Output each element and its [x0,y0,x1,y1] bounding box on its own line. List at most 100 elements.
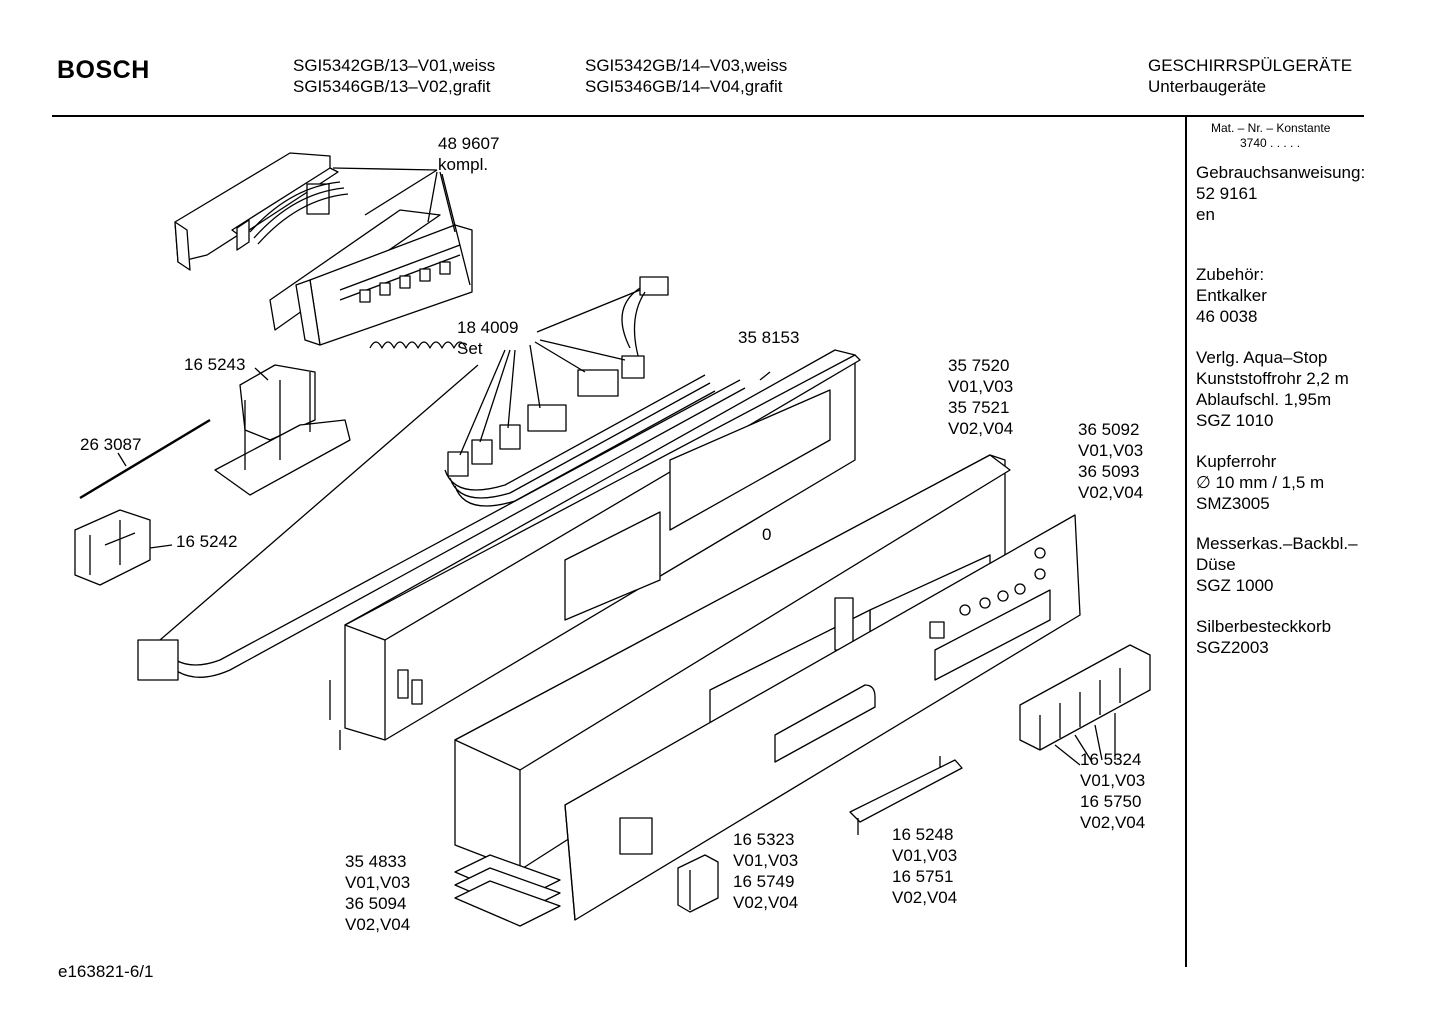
part-label-165248: 16 5248 V01,V03 16 5751 V02,V04 [892,824,957,908]
part-variant: V02,V04 [1078,483,1144,502]
sidebar-line: SGZ 1000 [1196,576,1274,595]
part-number: 0 [762,525,772,544]
sidebar-line: Verlg. Aqua–Stop [1196,348,1328,367]
part-variant: V01,V03 [892,846,958,865]
part-number: 35 7520 [948,356,1010,375]
sidebar-line: 52 9161 [1196,184,1258,203]
front-panel-drawing [564,514,1081,921]
brand-logo: BOSCH [57,56,150,84]
part-number: 36 5093 [1078,462,1140,481]
button-block-drawing [1019,644,1151,751]
model-list-2: SGI5342GB/14–V03,weiss SGI5346GB/14–V04,… [585,55,787,97]
exploded-view-drawing [74,152,1151,927]
leader-358153 [759,371,771,381]
switch-drawing [74,509,151,586]
part-variant: V02,V04 [345,915,411,934]
model-line: SGI5342GB/14–V03,weiss [585,56,788,75]
part-number: 26 3087 [80,435,142,454]
part-number: 16 5242 [176,532,238,551]
connector-block-drawing [137,639,179,681]
part-number: 16 5248 [892,825,954,844]
leader-165324 [1054,713,1116,766]
leader-165242 [149,544,173,549]
part-number: 35 7521 [948,398,1010,417]
part-label-365092: 36 5092 V01,V03 36 5093 V02,V04 [1078,419,1143,503]
sidebar-divider [1185,117,1187,967]
part-label-263087: 26 3087 [80,434,141,455]
model-line: SGI5346GB/14–V04,grafit [585,77,783,96]
sidebar-line: Ablaufschl. 1,95m [1196,390,1332,409]
part-variant: V01,V03 [733,851,799,870]
sidebar-line: Kunststoffrohr 2,2 m [1196,369,1349,388]
part-number: 16 5323 [733,830,795,849]
header-divider [52,115,1364,117]
category-title: GESCHIRRSPÜLGERÄTE Unterbaugeräte [1148,55,1352,97]
sidebar-line: Zubehör: [1196,265,1265,284]
part-label-354833: 35 4833 V01,V03 36 5094 V02,V04 [345,851,410,935]
part-variant: V02,V04 [733,893,799,912]
part-number: 36 5094 [345,894,407,913]
sidebar-line: en [1196,205,1215,224]
part-number: 16 5750 [1080,792,1142,811]
model-line: SGI5346GB/13–V02,grafit [293,77,491,96]
sidebar-line: Kupferrohr [1196,452,1277,471]
part-number: 18 4009 [457,318,519,337]
sidebar-block-nozzle: Messerkas.–Backbl.– Düse SGZ 1000 [1196,533,1358,596]
sidebar-line: Düse [1196,555,1236,574]
leader-165243 [254,367,269,381]
model-line: SGI5342GB/13–V01,weiss [293,56,496,75]
sidebar-block-aquastop: Verlg. Aqua–Stop Kunststoffrohr 2,2 m Ab… [1196,347,1349,431]
part-number: 48 9607 [438,134,500,153]
rod-drawing [79,418,211,500]
part-label-zero: 0 [762,524,771,545]
part-label-489607: 48 9607 kompl. [438,133,499,175]
knob-drawing [677,854,719,913]
part-number: 36 5092 [1078,420,1140,439]
part-label-184009: 18 4009 Set [457,317,518,359]
sidebar-line: 46 0038 [1196,307,1258,326]
category-line: Unterbaugeräte [1148,77,1267,96]
part-variant: V02,V04 [1080,813,1146,832]
part-note: Set [457,339,483,358]
part-label-358153: 35 8153 [738,327,799,348]
mat-number-value: 3740 . . . . . [1240,136,1301,150]
part-number: 16 5243 [184,355,246,374]
sidebar-line: SGZ 1010 [1196,411,1274,430]
rear-panel-drawing [329,349,861,750]
part-variant: V02,V04 [948,419,1014,438]
sidebar-block-accessories: Zubehör: Entkalker 46 0038 [1196,264,1267,327]
cable-set-drawing [444,276,716,507]
sidebar-line: Entkalker [1196,286,1267,305]
part-variant: V01,V03 [345,873,411,892]
leader-184009 [459,289,641,456]
light-bar-ends [857,756,941,835]
drawing-code: e163821-6/1 [58,962,154,981]
category-line: GESCHIRRSPÜLGERÄTE [1148,56,1353,75]
part-label-165323: 16 5323 V01,V03 16 5749 V02,V04 [733,829,798,913]
part-number: 16 5751 [892,867,954,886]
part-label-165324: 16 5324 V01,V03 16 5750 V02,V04 [1080,749,1145,833]
part-label-357520: 35 7520 V01,V03 35 7521 V02,V04 [948,355,1013,439]
sidebar-line: ∅ 10 mm / 1,5 m [1196,473,1325,492]
leader-263087 [117,452,127,467]
part-label-165242: 16 5242 [176,531,237,552]
part-label-165243: 16 5243 [184,354,245,375]
sidebar-block-manual: Gebrauchsanweisung: 52 9161 en [1196,162,1365,225]
part-number: 35 8153 [738,328,800,347]
part-number: 16 5324 [1080,750,1142,769]
sidebar-line: Gebrauchsanweisung: [1196,163,1366,182]
part-variant: V02,V04 [892,888,958,907]
leader-489607 [332,167,471,286]
model-list-1: SGI5342GB/13–V01,weiss SGI5346GB/13–V02,… [293,55,495,97]
part-variant: V01,V03 [1080,771,1146,790]
part-number: 35 4833 [345,852,407,871]
stacked-plates-drawing [454,854,561,927]
sidebar-line: SGZ2003 [1196,638,1269,657]
bracket-drawing [214,364,351,496]
part-number: 16 5749 [733,872,795,891]
part-variant: V01,V03 [948,377,1014,396]
sidebar-block-cutlery: Silberbesteckkorb SGZ2003 [1196,616,1331,658]
light-bar-drawing [849,759,963,823]
part-variant: V01,V03 [1078,441,1144,460]
sidebar-line: Silberbesteckkorb [1196,617,1332,636]
